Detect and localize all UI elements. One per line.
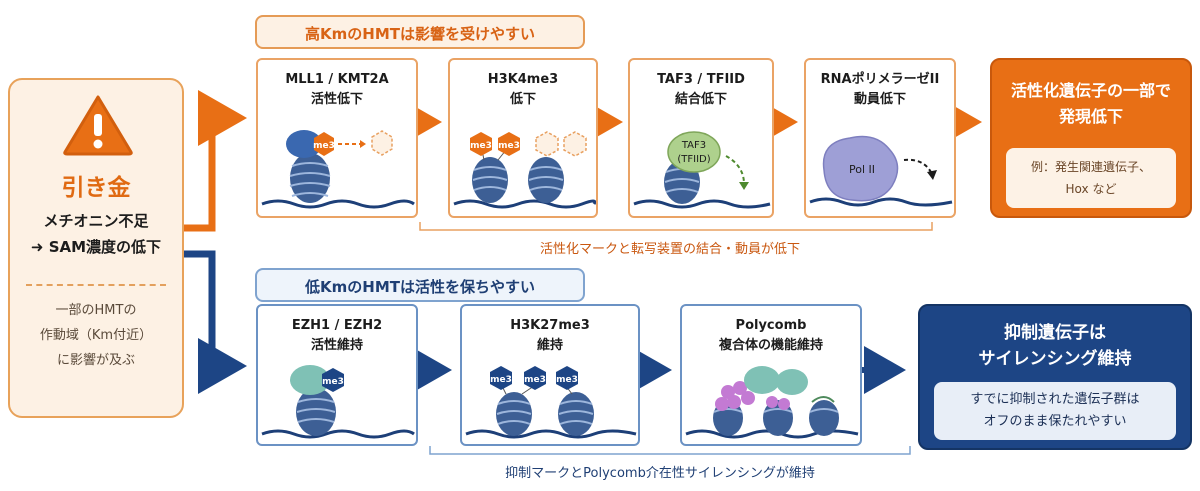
svg-text:me3: me3 <box>556 375 578 385</box>
caption-top: 活性化マークと転写装置の結合・動員が低下 <box>539 242 800 257</box>
step-polycomb: Polycomb 複合体の機能維持 <box>680 304 862 446</box>
empty-mark-icon <box>563 131 587 157</box>
step-h3k27me3: H3K27me3 維持 me3 me3 me3 <box>460 304 640 446</box>
prc-subunit-icon <box>744 366 780 394</box>
h3k27me3-illustration: me3 me3 me3 <box>465 366 637 439</box>
result-expression-down: 活性化遺伝子の一部で 発現低下 例：発生関連遺伝子、 Hox など <box>990 58 1192 218</box>
result-example-note: 例：発生関連遺伝子、 Hox など <box>1006 148 1176 208</box>
step-title-line-1: H3K4me3 <box>487 72 559 87</box>
me3-hexagon-icon <box>556 366 578 390</box>
trigger-description: メチオニン不足 ➜ SAM濃度の低下 <box>10 208 182 260</box>
result-title-line-1: 抑制遺伝子は <box>1004 323 1106 343</box>
step-mll1: MLL1 / KMT2A 活性低下 me3 <box>256 58 418 218</box>
svg-text:me3: me3 <box>322 377 344 387</box>
result-note-line-1: 例：発生関連遺伝子、 <box>1030 160 1151 174</box>
polycomb-illustration <box>685 366 859 439</box>
hmt-enzyme-icon <box>286 130 322 158</box>
step-taf3: TAF3 / TFIID 結合低下 TAF3 (TFIID) <box>628 58 774 218</box>
step-title-line-1: RNAポリメラーゼII <box>820 72 940 87</box>
trigger-box: 引き金 メチオニン不足 ➜ SAM濃度の低下 一部のHMTの 作動域（Km付近）… <box>8 78 184 418</box>
empty-mark-icon <box>371 130 393 156</box>
mll1-illustration: me3 <box>261 130 415 209</box>
h3k4me3-illustration: me3 me3 <box>453 131 596 209</box>
caption-bottom: 抑制マークとPolycomb介在性サイレンシングが維持 <box>505 466 815 481</box>
step-title-line-2: 維持 <box>536 338 563 353</box>
bracket-bottom <box>429 446 911 455</box>
trigger-title: 引き金 <box>61 175 131 201</box>
step-title-line-2: 低下 <box>509 92 536 107</box>
result-title: 抑制遺伝子は サイレンシング維持 <box>920 320 1190 372</box>
taf3-tfiid-complex <box>667 131 721 173</box>
step-title-line-1: MLL1 / KMT2A <box>285 72 389 87</box>
trigger-line-2: ➜ SAM濃度の低下 <box>30 238 162 256</box>
branch-arrow-top <box>184 90 247 232</box>
step-title: EZH1 / EZH2 活性維持 <box>258 316 416 356</box>
result-title-line-2: サイレンシング維持 <box>978 349 1132 369</box>
svg-text:(TFIID): (TFIID) <box>677 154 710 165</box>
trigger-line-1: メチオニン不足 <box>43 212 149 230</box>
step-title-line-2: 活性維持 <box>310 338 363 353</box>
trigger-divider <box>26 284 166 286</box>
step-title-line-2: 活性低下 <box>310 92 363 107</box>
step-h3k4me3: H3K4me3 低下 me3 me3 <box>448 58 598 218</box>
header-high-km: 高KmのHMTは影響を受けやすい <box>255 15 585 49</box>
step-ezh: EZH1 / EZH2 活性維持 me3 <box>256 304 418 446</box>
result-note-line-2: オフのまま保たれやすい <box>983 414 1127 429</box>
svg-text:me3: me3 <box>490 375 512 385</box>
step-title: Polycomb 複合体の機能維持 <box>682 316 860 356</box>
nucleosome-icon <box>289 153 331 203</box>
result-note: すでに抑制された遺伝子群は オフのまま保たれやすい <box>934 382 1176 440</box>
branch-arrow-bottom <box>184 250 247 394</box>
step-title-line-1: H3K27me3 <box>510 318 590 333</box>
ezh-illustration: me3 <box>261 365 415 439</box>
result-title-line-1: 活性化遺伝子の一部で <box>1010 81 1171 100</box>
ezh-enzyme-icon <box>290 365 330 395</box>
trigger-note-line-3: に影響が及ぶ <box>56 353 135 368</box>
me3-hexagon-icon <box>524 366 546 390</box>
me3-hexagon-icon <box>498 132 520 156</box>
step-title-line-1: EZH1 / EZH2 <box>291 318 383 333</box>
polycomb-complex <box>715 381 790 411</box>
step-title: TAF3 / TFIID 結合低下 <box>630 70 772 110</box>
trigger-note: 一部のHMTの 作動域（Km付近） に影響が及ぶ <box>10 298 182 373</box>
step-title: H3K27me3 維持 <box>462 316 638 356</box>
step-title-line-1: TAF3 / TFIID <box>657 72 745 87</box>
me3-hexagon-icon <box>314 132 334 156</box>
prc-subunit-icon <box>776 369 808 395</box>
step-title-line-2: 結合低下 <box>674 92 727 107</box>
svg-text:me3: me3 <box>498 141 520 151</box>
step-title-line-2: 動員低下 <box>853 92 906 107</box>
trigger-note-line-2: 作動域（Km付近） <box>39 328 153 343</box>
empty-mark-icon <box>535 131 559 157</box>
bracket-top <box>419 222 933 231</box>
result-silencing-maintained: 抑制遺伝子は サイレンシング維持 すでに抑制された遺伝子群は オフのまま保たれや… <box>918 304 1192 450</box>
svg-text:TAF3: TAF3 <box>681 140 706 151</box>
header-low-km: 低KmのHMTは活性を保ちやすい <box>255 268 585 302</box>
step-title-line-1: Polycomb <box>735 318 807 333</box>
me3-hexagon-icon <box>470 132 492 156</box>
result-note-line-2: Hox など <box>1065 182 1117 196</box>
svg-text:Pol II: Pol II <box>849 163 875 176</box>
pol2-complex <box>822 135 899 202</box>
svg-text:me3: me3 <box>470 141 492 151</box>
svg-text:me3: me3 <box>313 141 335 151</box>
me3-hexagon-icon <box>322 368 344 392</box>
pol2-illustration: Pol II <box>809 135 953 207</box>
result-title-line-2: 発現低下 <box>1058 107 1123 126</box>
svg-text:me3: me3 <box>524 375 546 385</box>
step-rna-pol2: RNAポリメラーゼII 動員低下 Pol II <box>804 58 956 218</box>
step-title-line-2: 複合体の機能維持 <box>718 338 823 353</box>
me3-hexagon-icon <box>490 366 512 390</box>
step-title: H3K4me3 低下 <box>450 70 596 110</box>
warning-icon <box>63 95 133 156</box>
step-title: RNAポリメラーゼII 動員低下 <box>806 70 954 110</box>
step-title: MLL1 / KMT2A 活性低下 <box>258 70 416 110</box>
taf3-illustration: TAF3 (TFIID) <box>633 131 771 209</box>
trigger-note-line-1: 一部のHMTの <box>55 303 137 318</box>
result-title: 活性化遺伝子の一部で 発現低下 <box>992 78 1190 130</box>
result-note-line-1: すでに抑制された遺伝子群は <box>970 392 1140 407</box>
